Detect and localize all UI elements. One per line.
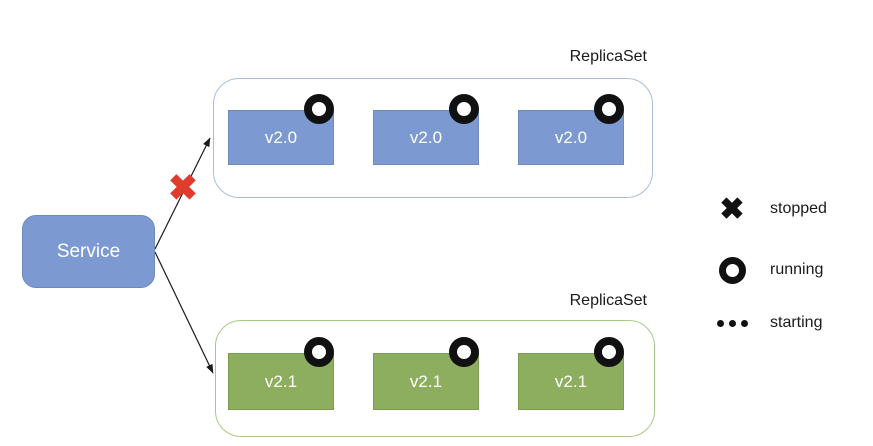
dots-icon xyxy=(716,319,748,327)
stopped-x-icon: ✖ xyxy=(167,167,199,208)
legend-label-running: running xyxy=(770,261,824,278)
replicaset-bottom-label: ReplicaSet xyxy=(569,292,647,309)
running-ring-icon xyxy=(594,94,624,124)
legend-item-stopped: ✖ stopped xyxy=(712,192,827,226)
service-node: Service xyxy=(22,215,155,288)
running-ring-icon xyxy=(304,94,334,124)
x-mark-icon: ✖ xyxy=(719,192,745,226)
starting-dots-icon xyxy=(712,319,752,327)
legend-item-starting: starting xyxy=(712,306,822,340)
running-ring-icon xyxy=(449,337,479,367)
stopped-x-icon: ✖ xyxy=(712,192,752,227)
legend-label-starting: starting xyxy=(770,314,823,331)
connector-service-to-v21-arrow xyxy=(154,251,214,374)
replicaset-top-label: ReplicaSet xyxy=(569,48,647,65)
running-ring-icon xyxy=(449,94,479,124)
legend-label-stopped: stopped xyxy=(770,200,827,217)
legend-item-running: running xyxy=(712,253,823,287)
running-ring-icon xyxy=(712,256,752,284)
ring-icon xyxy=(718,256,746,284)
running-ring-icon xyxy=(594,337,624,367)
running-ring-icon xyxy=(304,337,334,367)
